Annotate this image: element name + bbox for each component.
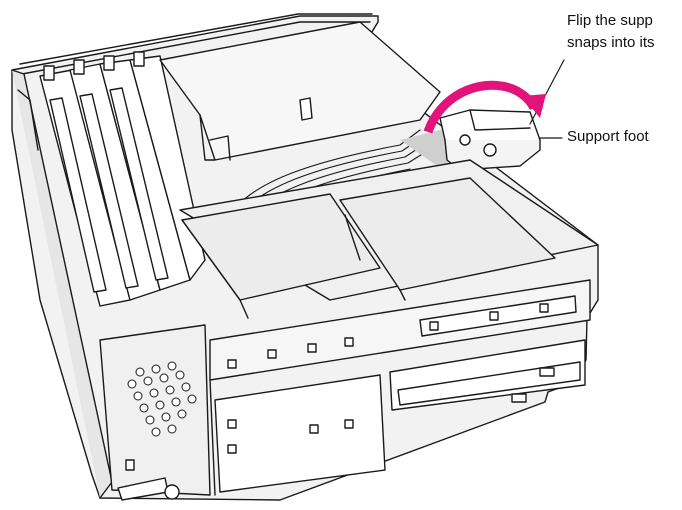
speaker-grille-holes	[127, 361, 197, 437]
top-rail	[19, 13, 373, 65]
support-foot	[439, 109, 541, 171]
flip-direction-arrow	[423, 80, 546, 134]
left-side-wall	[11, 69, 113, 499]
floppy-drive-box	[181, 193, 381, 319]
flip-instruction-line-2: snaps into its	[567, 34, 655, 51]
lock-knob	[117, 459, 180, 501]
lower-drive-bays	[214, 339, 586, 493]
flip-callout-leader	[529, 59, 565, 125]
support-foot-label: Support foot	[567, 128, 649, 145]
front-panel	[209, 279, 591, 381]
speaker-plate	[99, 324, 211, 496]
card-bracket-tabs	[43, 51, 145, 81]
front-panel-tabs	[227, 303, 549, 454]
cd-drive-box	[339, 177, 556, 301]
flip-instruction-line-1: Flip the supp	[567, 12, 653, 29]
expansion-card-slots	[39, 55, 206, 307]
